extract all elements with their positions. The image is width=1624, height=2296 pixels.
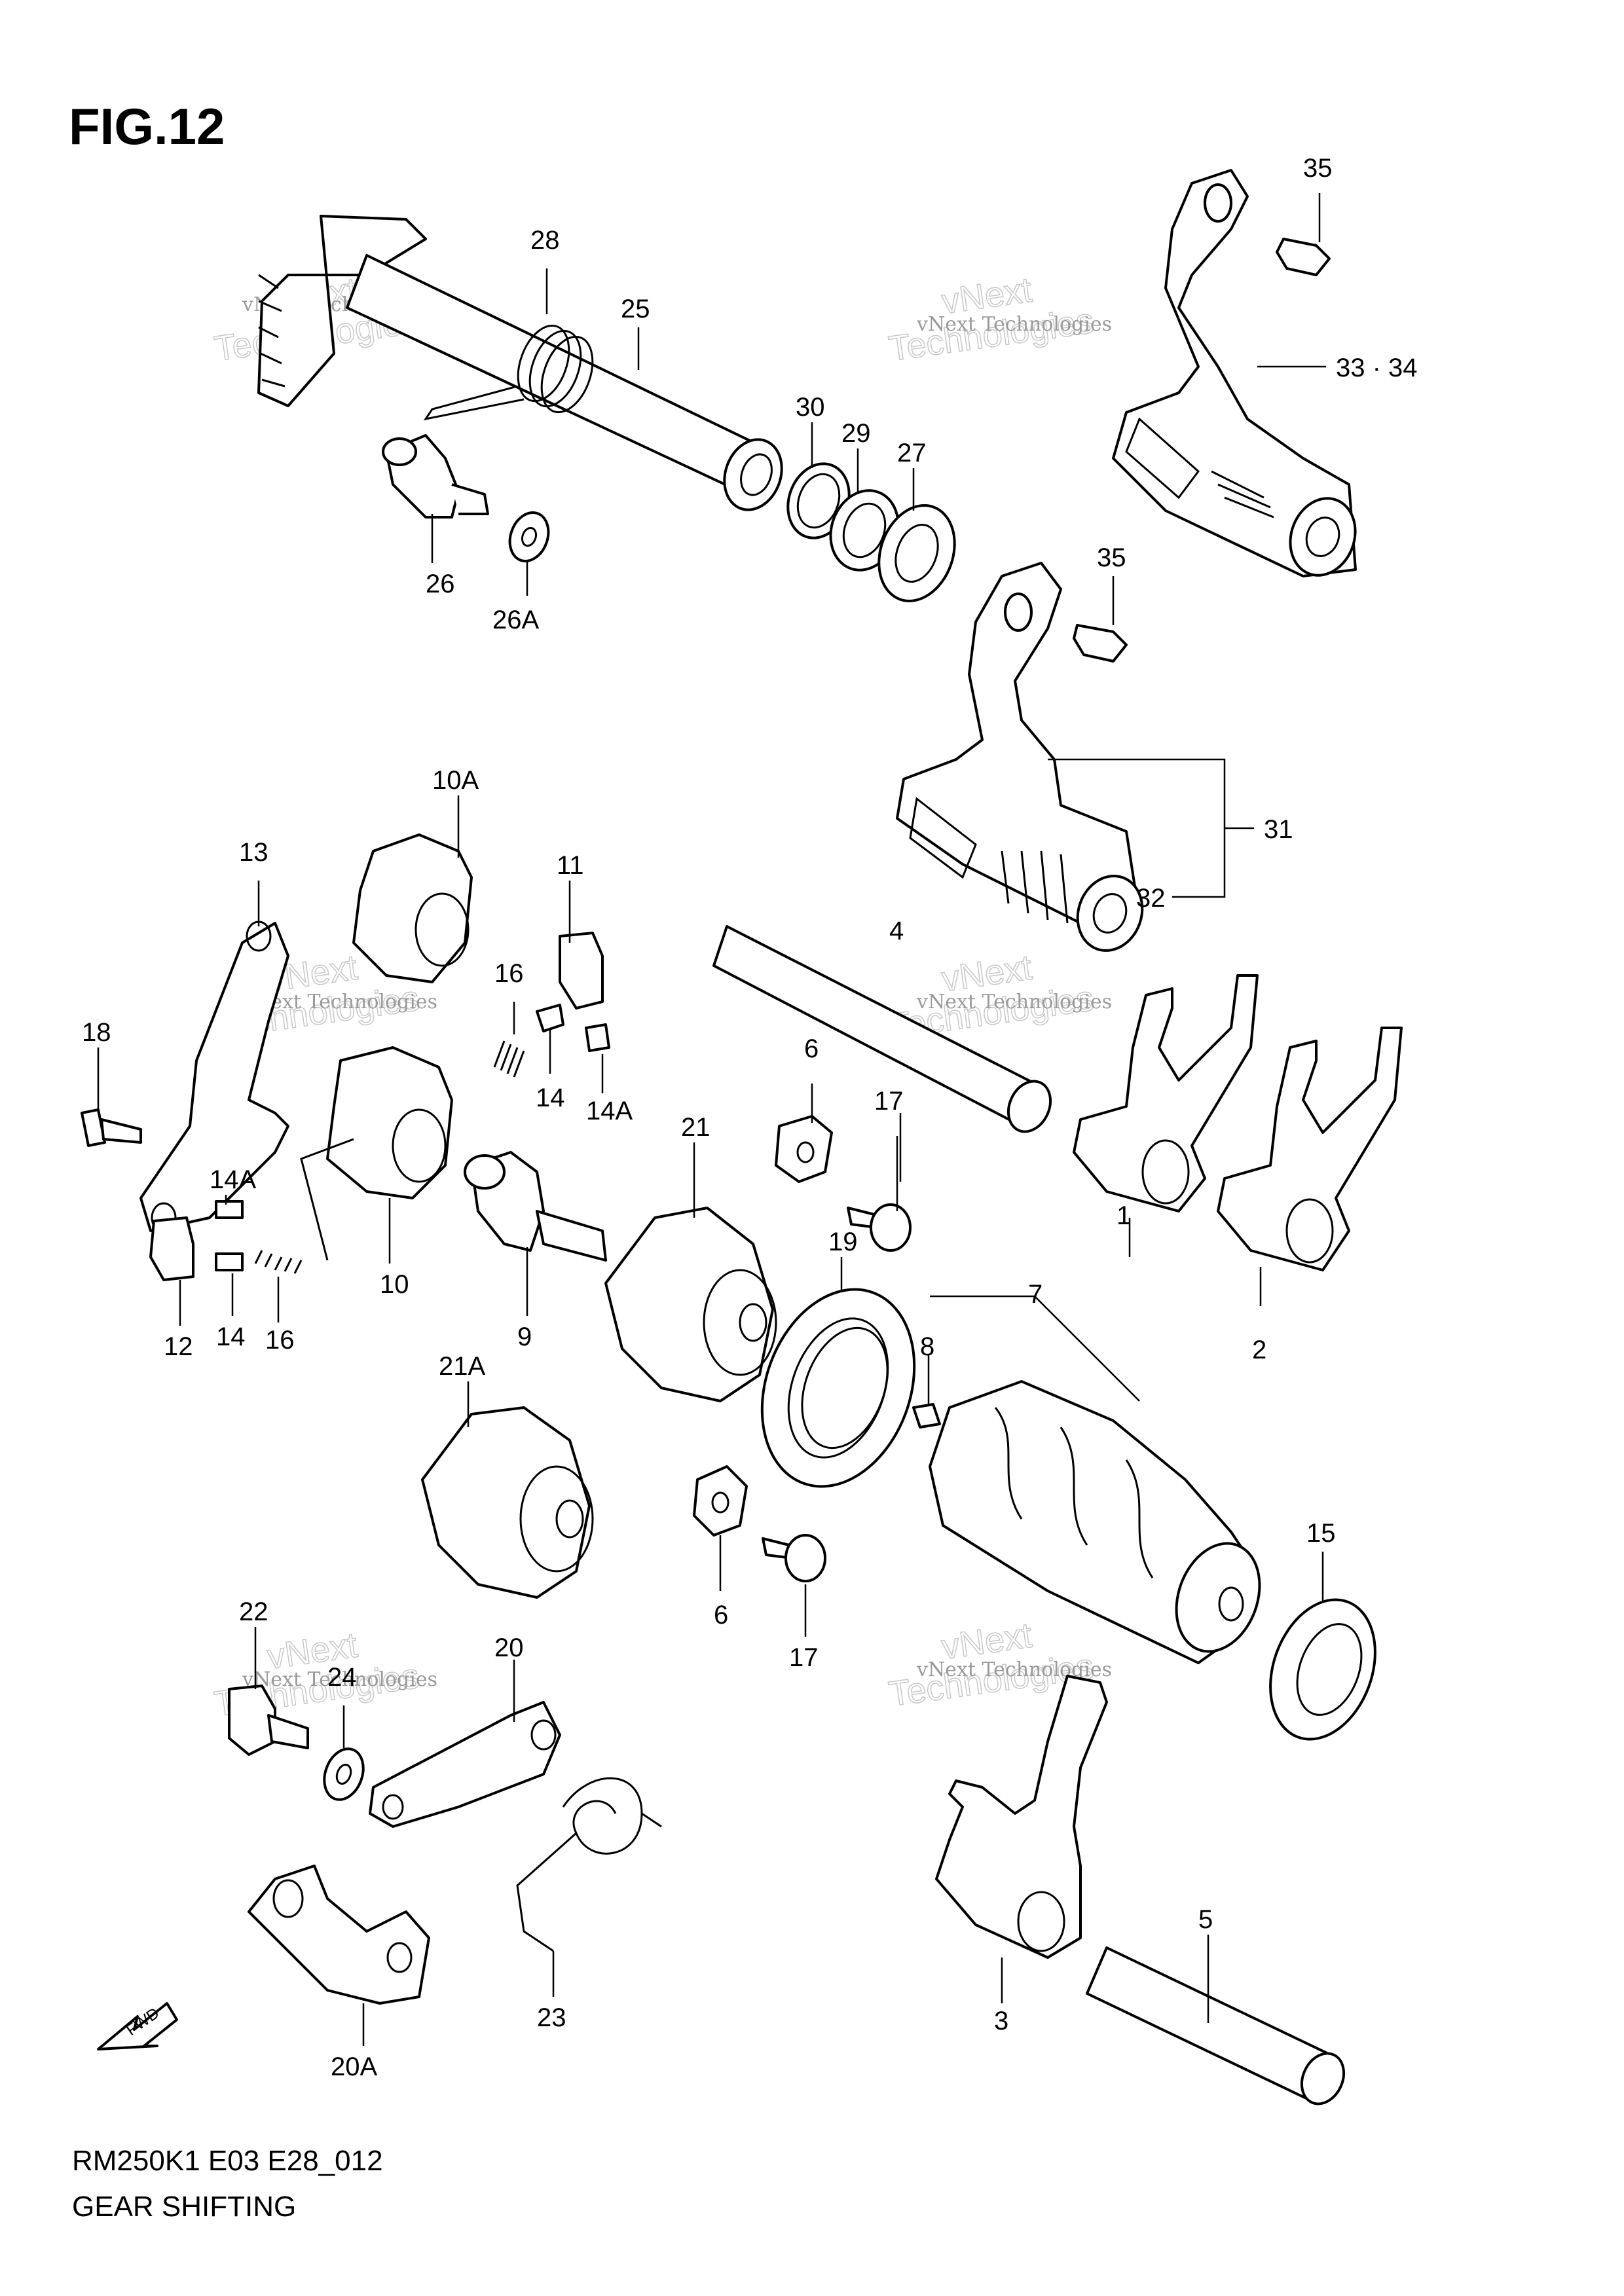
label-12: 12 — [164, 1332, 193, 1361]
label-13: 13 — [239, 838, 268, 867]
label-30: 30 — [796, 393, 825, 422]
part-labels: 1 2 3 4 5 6 6 7 8 9 10 10A 11 12 13 14 1… — [82, 154, 1418, 2081]
figure-title: FIG.12 — [69, 98, 225, 155]
label-19: 19 — [828, 1228, 858, 1256]
label-22: 22 — [239, 1597, 268, 1626]
label-16b: 16 — [265, 1326, 295, 1355]
label-21: 21 — [681, 1113, 710, 1142]
label-35a: 35 — [1303, 154, 1333, 183]
label-26: 26 — [426, 570, 455, 598]
gearshift-shaft-drawing — [257, 215, 783, 511]
shift-fork-3 — [935, 1675, 1108, 1959]
label-9: 9 — [517, 1322, 532, 1351]
label-10: 10 — [380, 1270, 409, 1299]
bearing-15 — [1269, 1598, 1376, 1741]
label-3: 3 — [994, 2007, 1008, 2035]
label-28: 28 — [530, 226, 560, 255]
label-20: 20 — [494, 1633, 524, 1662]
label-8: 8 — [920, 1332, 934, 1361]
label-23: 23 — [537, 2003, 566, 2032]
label-24: 24 — [327, 1663, 357, 1692]
bearing-19 — [760, 1288, 916, 1488]
model-code: RM250K1 E03 E28_012 — [72, 2145, 383, 2177]
label-35b: 35 — [1097, 543, 1126, 572]
watermark-text: vNext Technologies — [916, 991, 1112, 1013]
watermark-text: vNext Technologies — [916, 313, 1112, 336]
label-14Ab: 14A — [210, 1165, 256, 1194]
label-29: 29 — [841, 419, 871, 448]
label-27: 27 — [897, 439, 927, 467]
label-6b: 6 — [714, 1601, 728, 1630]
label-1: 1 — [1116, 1201, 1131, 1230]
label-16a: 16 — [494, 959, 524, 988]
label-2: 2 — [1252, 1336, 1266, 1364]
label-14b: 14 — [216, 1322, 246, 1351]
label-32: 32 — [1136, 884, 1166, 913]
fwd-arrow: FWD — [97, 2002, 178, 2050]
label-17a: 17 — [874, 1087, 904, 1116]
label-33-34: 33 · 34 — [1336, 354, 1418, 382]
label-14a: 14 — [536, 1084, 565, 1112]
label-4: 4 — [889, 917, 904, 945]
shift-pedal-33-34 — [1112, 169, 1357, 577]
plate-13 — [81, 920, 289, 1233]
shift-drum-7 — [912, 1295, 1261, 1664]
label-5: 5 — [1198, 1905, 1213, 1934]
watermark-text: vNext Technologies — [242, 1668, 437, 1691]
cam-10 — [300, 1046, 453, 1261]
shift-pedal-31-32 — [896, 562, 1254, 952]
label-20A: 20A — [331, 2052, 377, 2081]
label-21A: 21A — [439, 1352, 485, 1381]
pin-9 — [464, 1151, 607, 1262]
label-14Aa: 14A — [586, 1097, 633, 1125]
shaft-4 — [712, 925, 1052, 1133]
cam-21 — [604, 1207, 777, 1402]
diagram-caption: GEAR SHIFTING — [72, 2191, 296, 2223]
label-6a: 6 — [804, 1034, 819, 1063]
label-25: 25 — [621, 295, 650, 323]
pin-26-drawing — [382, 434, 550, 562]
label-17b: 17 — [789, 1643, 819, 1672]
label-15: 15 — [1306, 1519, 1336, 1548]
cam-21A — [421, 1406, 594, 1599]
rings-27-29-30 — [786, 462, 956, 602]
shift-fork-1 — [1073, 974, 1259, 1212]
label-18: 18 — [82, 1018, 111, 1047]
label-26A: 26A — [492, 606, 539, 634]
label-31: 31 — [1264, 815, 1293, 844]
cam-10A — [352, 833, 473, 983]
shift-fork-2 — [1217, 1027, 1403, 1271]
bottom-parts — [228, 1685, 662, 2005]
shaft-5 — [1086, 1946, 1346, 2105]
small-parts — [149, 932, 610, 1281]
leader-lines — [97, 268, 1324, 2046]
label-7: 7 — [1028, 1280, 1043, 1309]
label-11: 11 — [557, 851, 584, 880]
label-10A: 10A — [432, 766, 479, 795]
